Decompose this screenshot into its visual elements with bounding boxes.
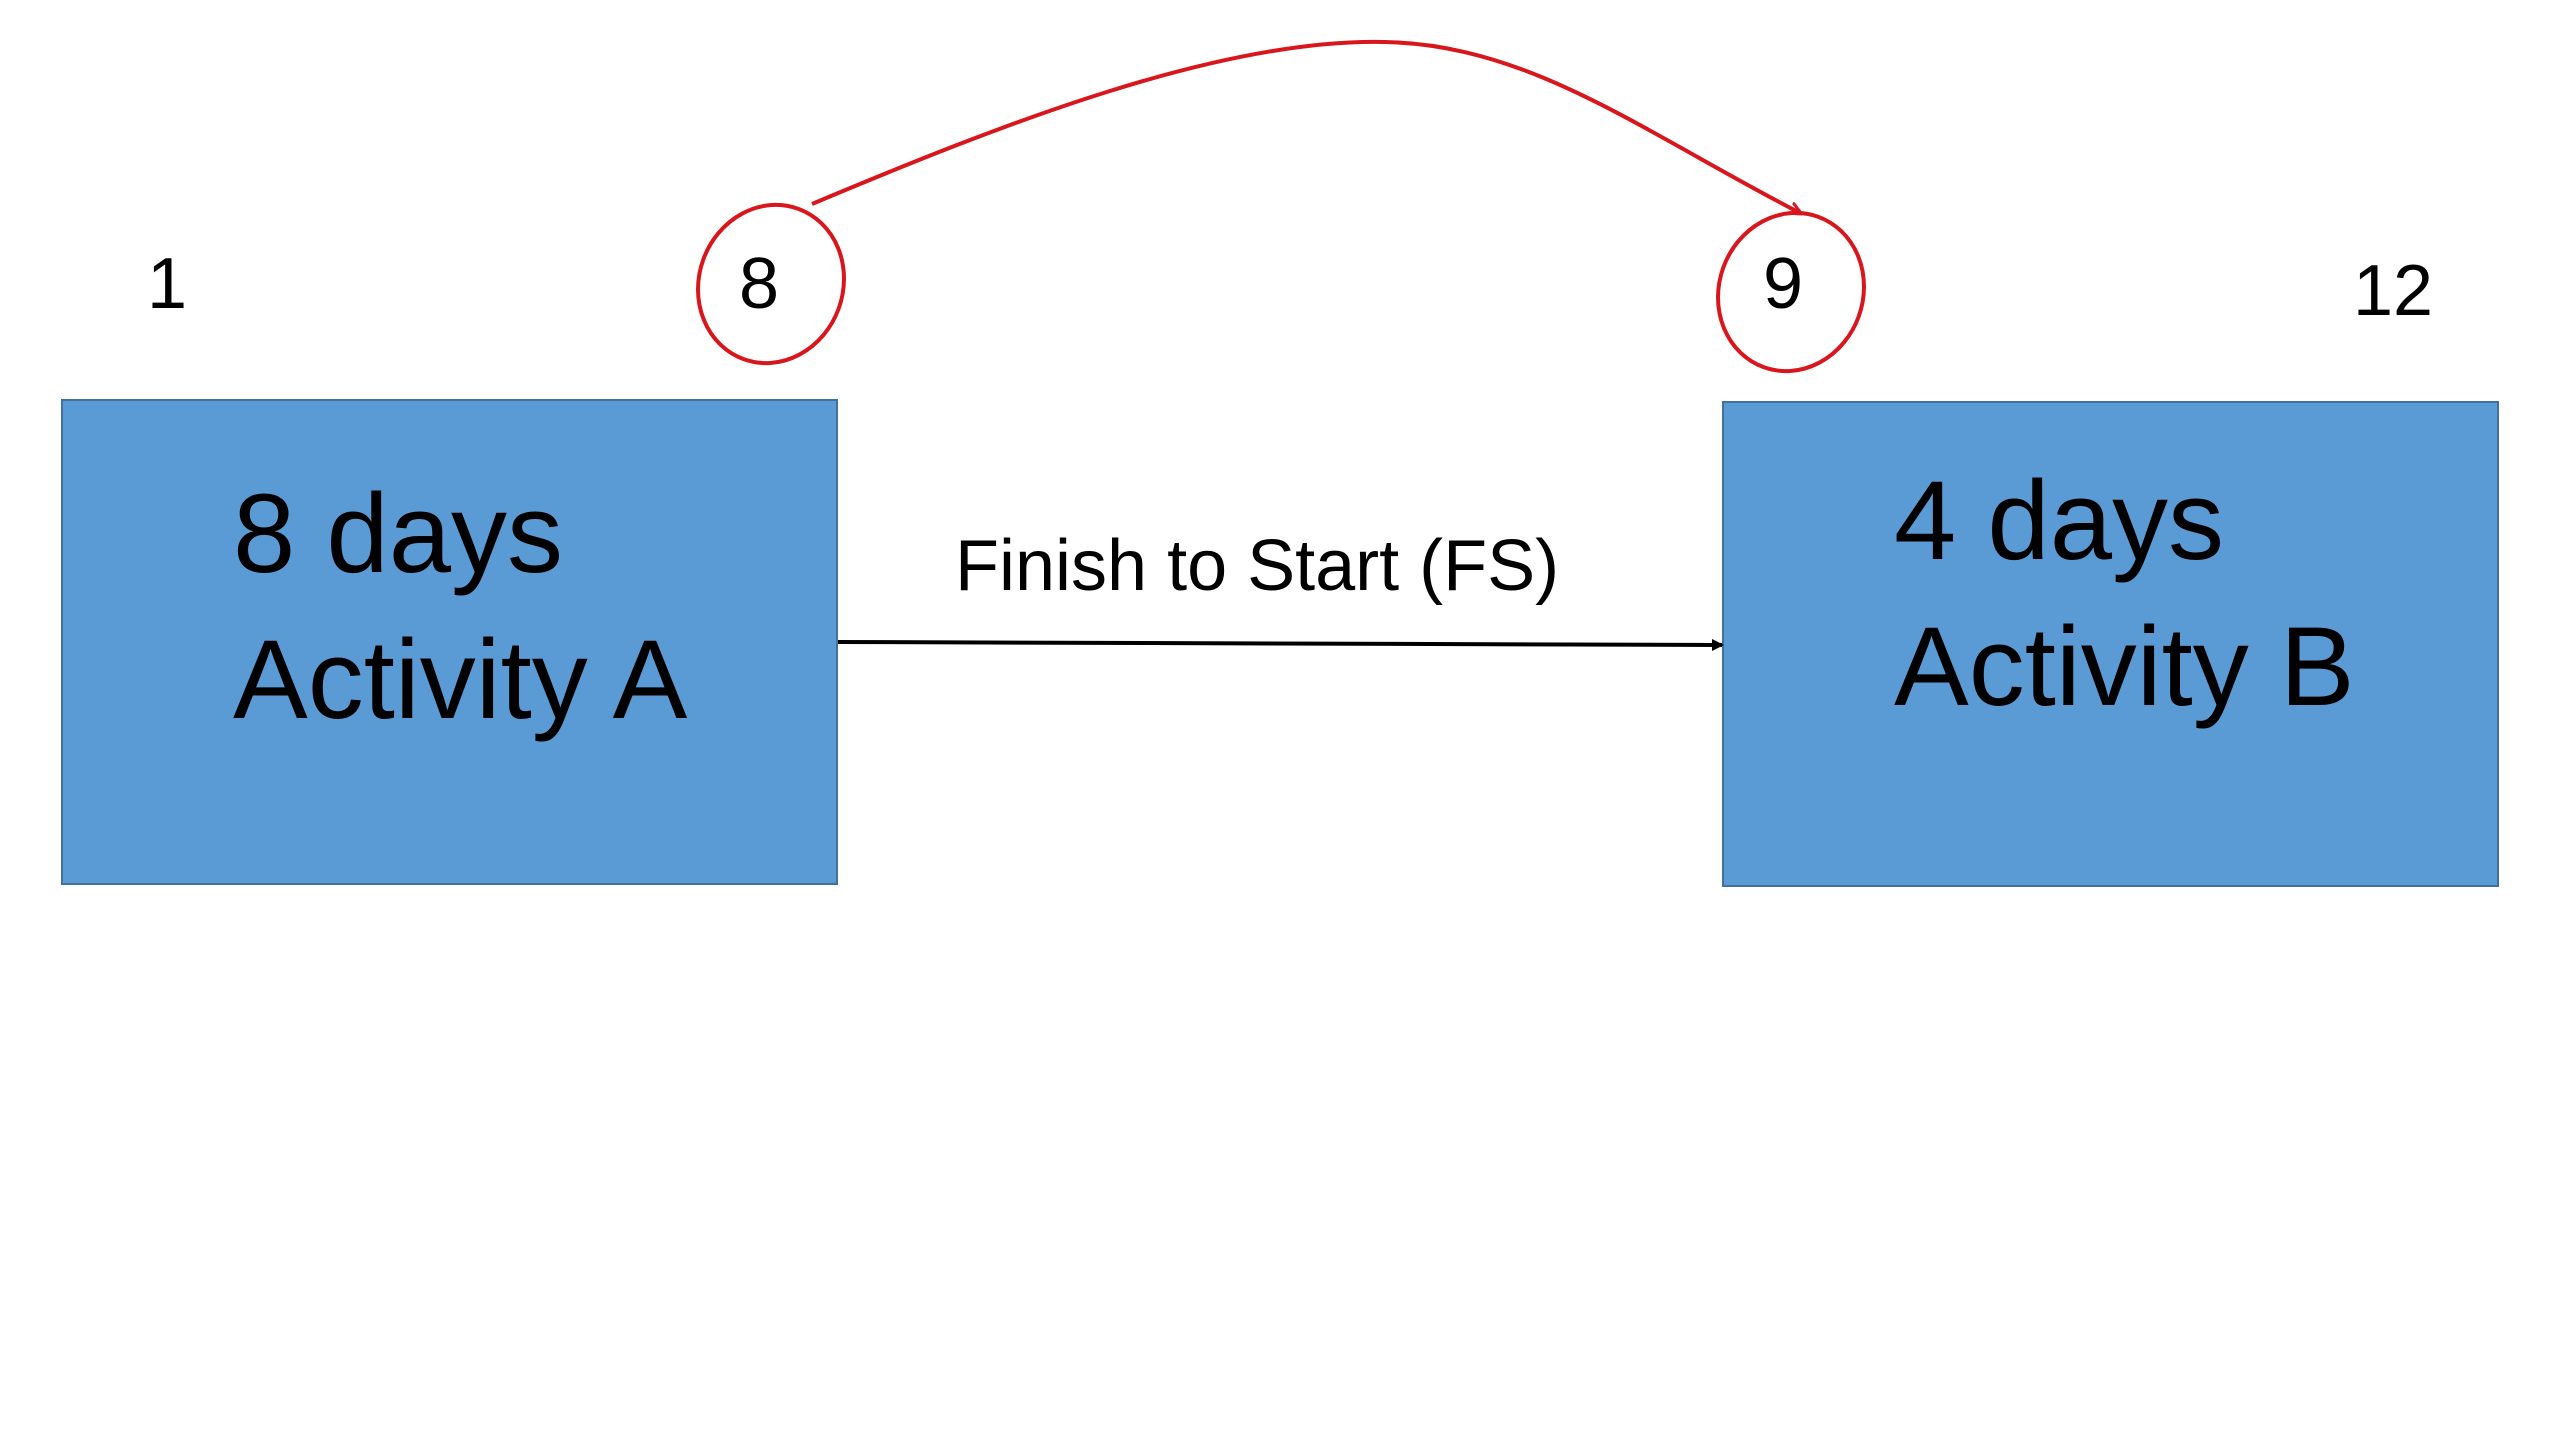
activity-b-box: 4 days Activity B [1722,401,2499,887]
activity-b-finish-day: 12 [2353,251,2434,331]
activity-a-box: 8 days Activity A [61,399,838,885]
activity-a-finish-day: 8 [739,244,780,324]
activity-b-start-day: 9 [1763,244,1804,324]
activity-a-text: 8 days Activity A [233,461,687,752]
successor-link-arrow [811,39,1800,213]
fs-dependency-arrow [837,638,1724,651]
activity-a-name: Activity A [233,616,688,742]
dependency-label: Finish to Start (FS) [955,526,1560,606]
activity-b-text: 4 days Activity B [1894,448,2355,739]
activity-b-duration: 4 days [1894,458,2224,583]
activity-a-duration: 8 days [233,471,563,596]
activity-b-name: Activity B [1894,603,2355,729]
activity-a-start-day: 1 [147,244,188,324]
